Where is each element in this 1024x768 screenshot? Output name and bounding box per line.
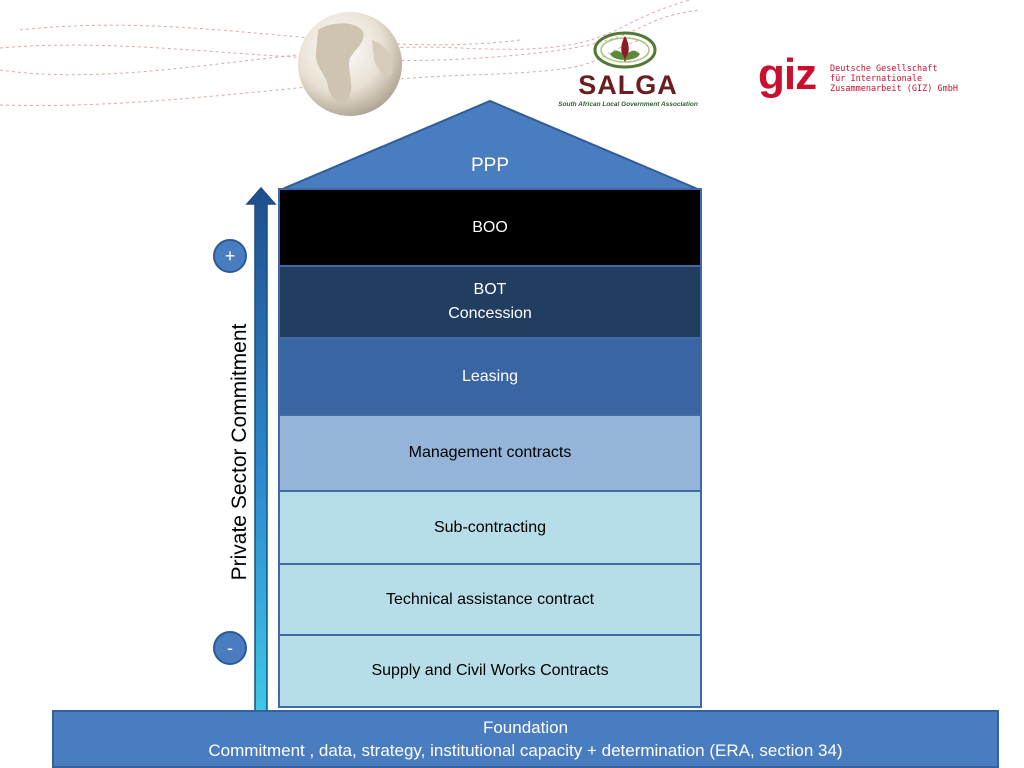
roof-label: PPP — [470, 155, 510, 176]
background-decoration — [0, 0, 701, 116]
salga-wordmark: SALGA — [578, 70, 678, 100]
giz-logo: giz Deutsche Gesellschaft für Internatio… — [758, 50, 960, 108]
foundation-bar: Foundation Commitment , data, strategy, … — [52, 710, 999, 768]
level-block: Supply and Civil Works Contracts — [278, 634, 702, 708]
level-label: Technical assistance contract — [385, 590, 595, 608]
level-block: Technical assistance contract — [278, 563, 702, 636]
level-label: BOT Concession — [448, 281, 532, 322]
level-block: Management contracts — [278, 414, 702, 492]
salga-tagline: South African Local Government Associati… — [558, 101, 698, 108]
level-label: Management contracts — [408, 444, 572, 461]
foundation-text: Commitment , data, strategy, institution… — [208, 741, 843, 760]
giz-name-line: Deutsche Gesellschaft — [830, 64, 938, 74]
axis-label: Private Sector Commitment — [228, 323, 251, 581]
giz-name-line: für Internationale — [830, 74, 923, 84]
level-block: Sub-contracting — [278, 490, 702, 565]
level-block: BOO — [278, 188, 702, 267]
level-block: Leasing — [278, 337, 702, 416]
level-label: Sub-contracting — [433, 518, 547, 536]
salga-emblem-icon — [593, 31, 657, 69]
plus-marker: + — [213, 239, 247, 273]
minus-marker: - — [213, 631, 247, 665]
globe-icon — [298, 12, 402, 116]
giz-name: Deutsche Gesellschaft für Internationale… — [830, 64, 960, 94]
level-label: Leasing — [461, 367, 519, 385]
level-label: Supply and Civil Works Contracts — [371, 662, 609, 679]
salga-logo: SALGA South African Local Government Ass… — [540, 30, 710, 112]
roof-shape — [279, 99, 701, 191]
giz-name-line: Zusammenarbeit (GIZ) GmbH — [830, 84, 958, 94]
giz-wordmark: giz — [758, 50, 817, 99]
level-label: BOO — [472, 218, 508, 236]
level-block: BOT Concession — [278, 265, 702, 339]
foundation-title: Foundation — [482, 718, 569, 737]
